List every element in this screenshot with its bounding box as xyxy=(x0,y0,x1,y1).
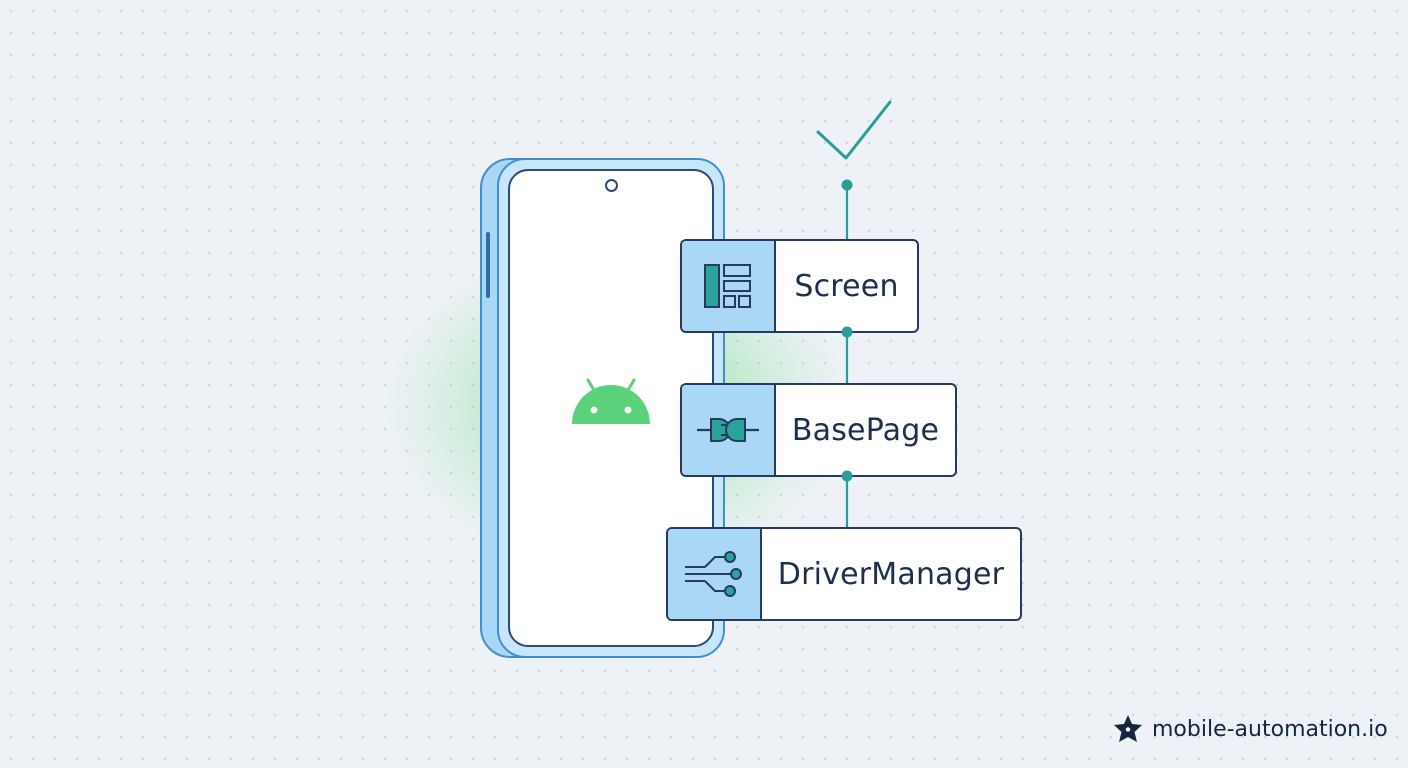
brand-footer: mobile-automation.io xyxy=(1112,713,1388,745)
connector-node xyxy=(841,179,853,191)
layer-card-basepage: BasePage xyxy=(680,383,957,477)
android-icon xyxy=(572,378,650,424)
camera-icon xyxy=(605,179,618,192)
star-badge-icon xyxy=(1114,715,1142,742)
layer-icon-cell xyxy=(682,241,776,331)
circuit-branch-icon xyxy=(685,551,742,597)
plug-connector-icon xyxy=(697,418,759,442)
checkmark-icon xyxy=(816,100,892,160)
phone-side-button xyxy=(486,232,490,298)
connector-node xyxy=(841,326,853,338)
connector-node xyxy=(841,470,853,482)
layer-card-drivermanager: DriverManager xyxy=(666,527,1022,621)
layout-grid-icon xyxy=(704,264,751,308)
layer-icon-cell xyxy=(668,529,762,619)
layer-label-drivermanager: DriverManager xyxy=(777,556,1005,592)
layer-icon-cell xyxy=(682,385,776,475)
brand-text: mobile-automation.io xyxy=(1152,716,1388,742)
layer-card-screen: Screen xyxy=(680,239,919,333)
layer-label-screen: Screen xyxy=(794,268,899,304)
layer-label-basepage: BasePage xyxy=(791,412,940,448)
